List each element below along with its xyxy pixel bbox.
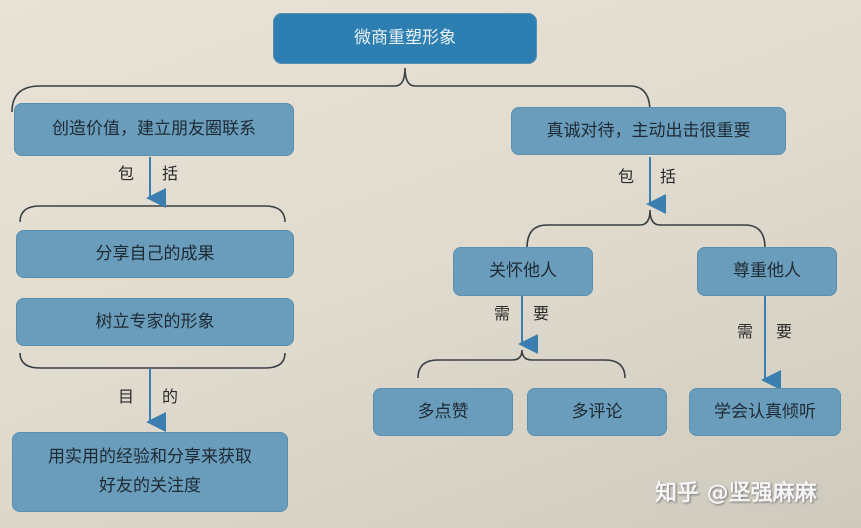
left-link2-a: 目 [118,387,135,406]
left-goal-node: 用实用的经验和分享来获取 好友的关注度 [12,432,288,512]
root-node: 微商重塑形象 [273,13,537,64]
respect-link-b: 要 [776,322,793,341]
left-item-node: 树立专家的形象 [16,298,294,346]
care-link-b: 要 [533,304,550,323]
respect-node: 尊重他人 [697,247,837,296]
left-link1-a: 包 [118,164,135,183]
respect-item-label: 学会认真倾听 [714,401,816,422]
right-link1-a: 包 [618,167,635,186]
left-item-label: 分享自己的成果 [95,243,215,264]
left-title-node: 创造价值，建立朋友圈联系 [14,103,294,156]
left-item-node: 分享自己的成果 [16,230,294,278]
left-title-label: 创造价值，建立朋友圈联系 [52,119,256,140]
root-label: 微商重塑形象 [354,28,456,49]
respect-link-a: 需 [737,322,754,341]
care-item-label: 多点赞 [417,401,469,422]
left-item-label: 树立专家的形象 [95,311,215,332]
care-item-node: 多评论 [527,388,667,436]
care-label: 关怀他人 [489,261,557,282]
respect-item-node: 学会认真倾听 [689,388,841,436]
goal-line-2: 好友的关注度 [99,476,201,496]
left-link2-b: 的 [162,387,179,406]
care-item-label: 多评论 [571,401,623,422]
care-item-node: 多点赞 [373,388,513,436]
watermark: 知乎 @坚强麻麻 [655,481,817,506]
right-title-label: 真诚对待，主动出击很重要 [546,120,751,141]
goal-line-1: 用实用的经验和分享来获取 [48,447,252,468]
right-link1-b: 括 [660,167,677,186]
care-node: 关怀他人 [453,247,593,296]
right-title-node: 真诚对待，主动出击很重要 [511,107,786,155]
care-link-a: 需 [494,304,511,323]
left-link1-b: 括 [162,164,179,183]
respect-label: 尊重他人 [733,261,801,282]
